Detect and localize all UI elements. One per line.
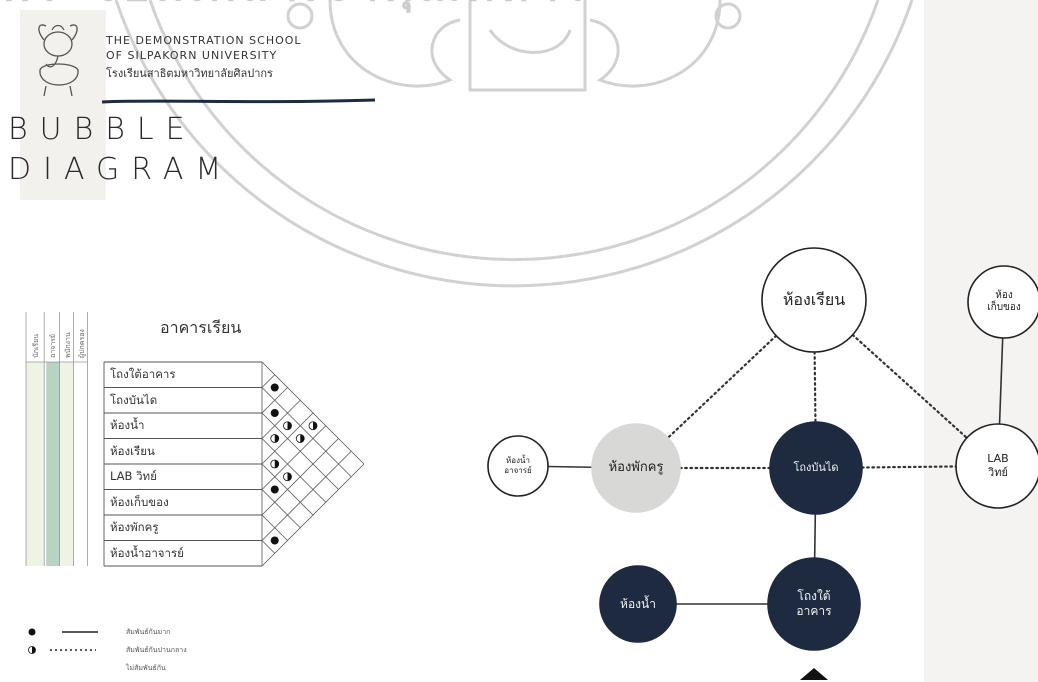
matrix-row-label: ห้องเก็บของ: [110, 494, 169, 509]
link-dotted: [851, 333, 968, 439]
watermark-text: พระจอมเกล้าเจ้าคุณทหาร: [0, 0, 591, 13]
legend-label: สัมพันธ์กันปานกลาง: [126, 646, 187, 654]
link-dotted: [666, 334, 778, 439]
matrix-title: อาคารเรียน: [160, 318, 242, 337]
bubble-label-stairhall: โถงบันได: [793, 461, 839, 475]
grid-diagonal: [261, 425, 327, 490]
matrix-row-label: โถงใต้อาคาร: [110, 367, 176, 381]
school-name-en-line2: OF SILPAKORN UNIVERSITY: [106, 49, 278, 62]
relation-mark-strong: [270, 536, 279, 545]
bubble-label-wc: ห้องน้ำ: [620, 596, 656, 611]
relation-mark-medium: [283, 472, 292, 482]
relation-mark-strong: [270, 383, 279, 392]
legend-dot-medium: [28, 646, 36, 654]
relation-mark-medium: [308, 421, 318, 431]
logo-panel: [20, 10, 106, 200]
matrix-row-label: ห้องน้ำ: [110, 418, 145, 432]
link-solid: [813, 513, 817, 559]
grid-diagonal: [261, 374, 276, 388]
grid-diagonal: [261, 438, 327, 503]
matrix-row-label: ห้องน้ำอาจารย์: [110, 545, 184, 560]
school-name-th: โรงเรียนสาธิตมหาวิทยาลัยศิลปากร: [106, 67, 273, 80]
grid-diagonal: [261, 450, 352, 541]
bubble-teacherroom: [591, 423, 681, 513]
bubble-label-classroom: ห้องเรียน: [782, 290, 846, 309]
entrance-arrow-icon: [800, 668, 828, 680]
bubble-classroom: [761, 247, 867, 353]
column-fill: [46, 362, 60, 566]
bubble-storage: [967, 265, 1038, 339]
matrix-row-label: LAB วิทย์: [110, 469, 157, 483]
grid-diagonal: [261, 412, 314, 465]
legend-label: ไม่สัมพันธ์กัน: [126, 664, 166, 672]
relation-mark-medium: [295, 434, 305, 443]
bubble-label-teacherwc: ห้องน้ำ อาจารย์: [504, 456, 532, 475]
grid-diagonal: [261, 387, 288, 414]
grid-diagonal: [261, 463, 365, 567]
header-underline: [101, 98, 376, 104]
relation-mark-medium: [270, 434, 280, 443]
grid-diagonal: [261, 489, 301, 529]
legend-label: สัมพันธ์กันมาก: [126, 628, 171, 636]
matrix-row-label: ห้องพักครู: [110, 520, 159, 534]
title-line2: DIAGRAM: [8, 152, 234, 187]
bubble-underhall: [767, 557, 861, 651]
bubble-stairhall: [769, 421, 863, 515]
matrix-row-label: ห้องเรียน: [110, 443, 155, 458]
relation-mark-medium: [283, 421, 292, 431]
matrix-row-label: โถงบันได: [110, 392, 158, 407]
bubble-label-teacherroom: ห้องพักครู: [608, 459, 664, 475]
grid-diagonal: [261, 438, 339, 516]
grid-diagonal: [261, 387, 352, 478]
column-fill: [26, 362, 45, 566]
link-dotted: [860, 465, 958, 469]
link-solid: [998, 337, 1004, 425]
bubble-teacherwc: [487, 435, 549, 497]
bubble-lab: [955, 423, 1038, 509]
bubble-wc: [599, 565, 677, 643]
legend-dot-strong: [28, 628, 36, 636]
school-name-en-line1: THE DEMONSTRATION SCHOOL: [106, 34, 302, 47]
column-fill: [59, 362, 74, 566]
link-dotted: [813, 350, 817, 424]
bubble-label-storage: ห้อง เก็บของ: [987, 289, 1021, 314]
bubble-label-underhall: โถงใต้ อาคาร: [796, 589, 832, 618]
grid-diagonal: [261, 399, 301, 439]
relation-mark-strong: [270, 485, 279, 494]
relation-mark-strong: [270, 409, 279, 417]
link-solid: [547, 465, 593, 469]
relation-mark-medium: [270, 459, 280, 469]
grid-diagonal: [261, 540, 276, 554]
title-line1: BUBBLE: [8, 112, 197, 147]
right-margin-panel: [924, 0, 1038, 682]
bubble-label-lab: LAB วิทย์: [987, 452, 1009, 479]
